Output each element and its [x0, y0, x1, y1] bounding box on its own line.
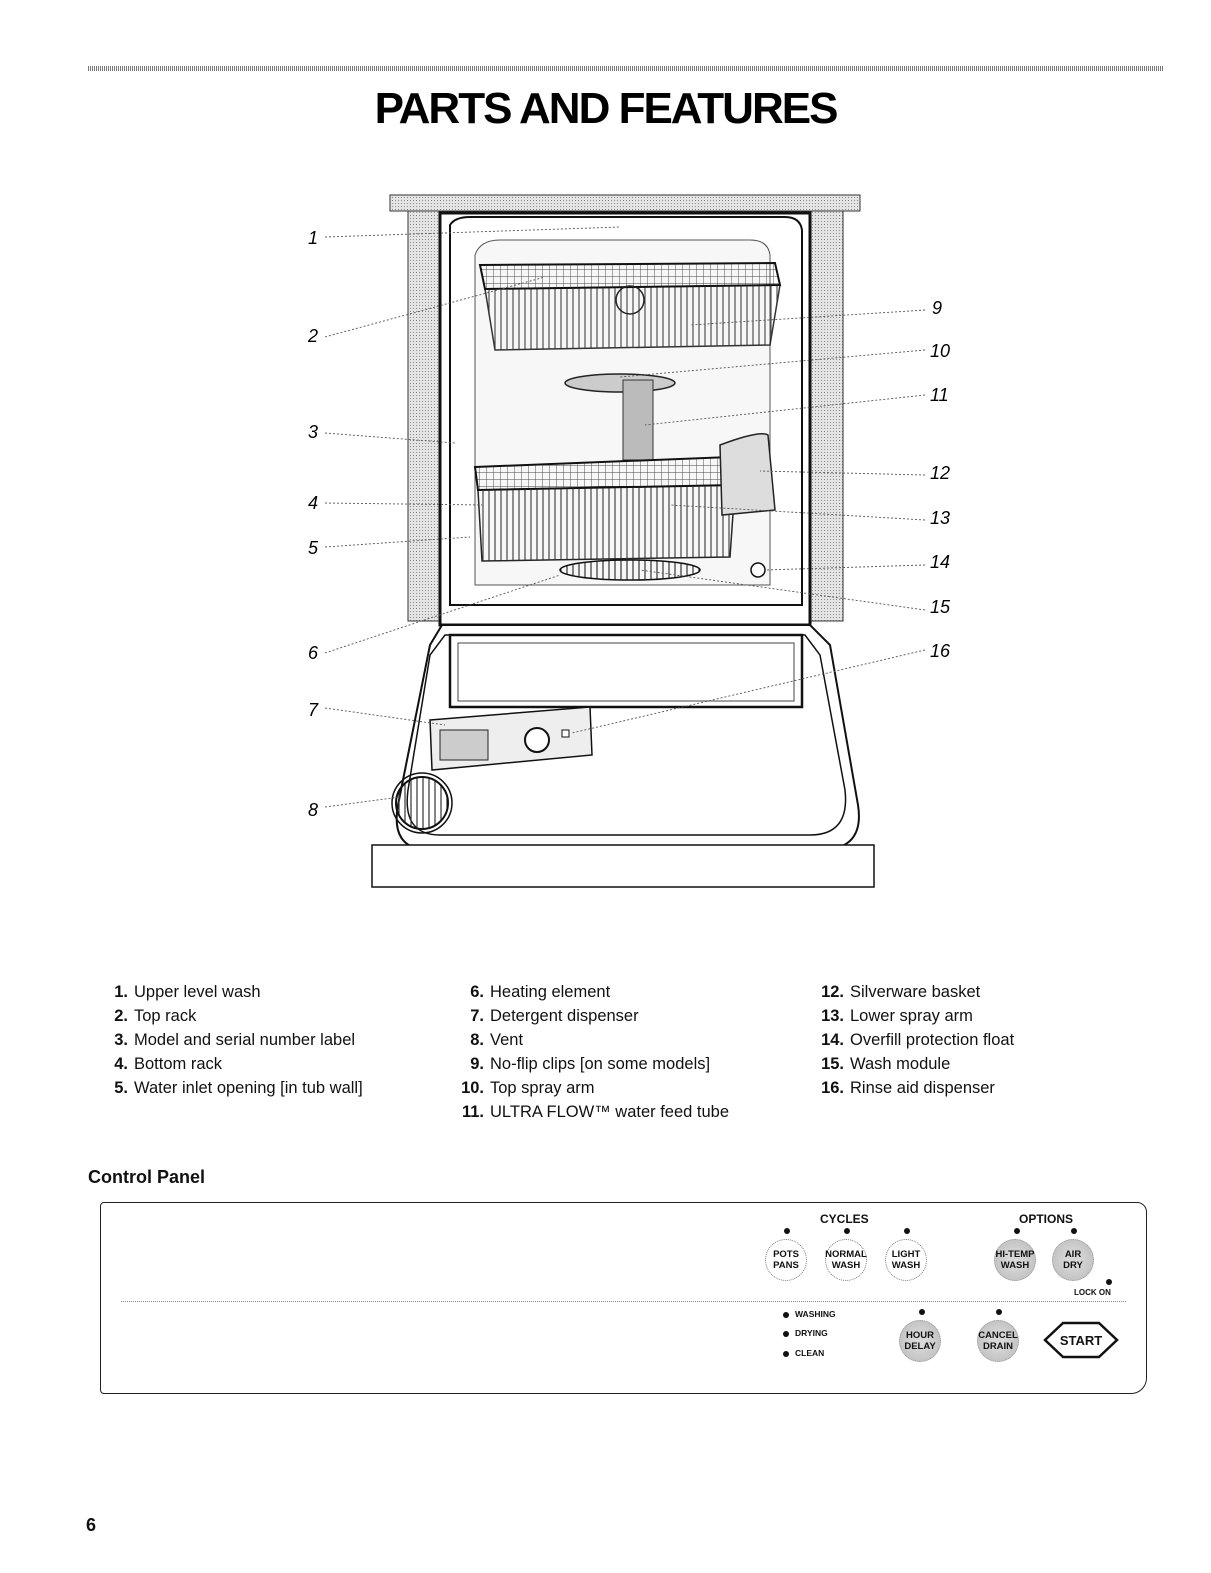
lock-indicator-light — [1106, 1279, 1112, 1285]
indicator-light — [996, 1309, 1002, 1315]
callout-10: 10 — [930, 341, 951, 361]
top-rule — [88, 66, 1164, 71]
indicator-light — [904, 1228, 910, 1234]
indicator-light — [1071, 1228, 1077, 1234]
callout-5: 5 — [308, 538, 319, 558]
callout-13: 13 — [930, 508, 951, 528]
callout-3: 3 — [308, 422, 319, 442]
status-light — [783, 1330, 789, 1337]
lock-on-label: LOCK ON — [1074, 1288, 1111, 1297]
list-item: 8.Vent — [470, 1031, 524, 1049]
callout-11: 11 — [930, 385, 949, 405]
indicator-light — [919, 1309, 925, 1315]
list-item: 10.Top spray arm — [461, 1079, 595, 1097]
callout-2: 2 — [308, 326, 319, 346]
callout-8: 8 — [308, 800, 319, 820]
status-light — [783, 1311, 789, 1318]
indicator-light — [844, 1228, 850, 1234]
callout-9: 9 — [932, 298, 943, 318]
indicator-light — [784, 1228, 790, 1234]
parts-legend-col-1: 1.Upper level wash 2.Top rack 3.Model an… — [96, 980, 363, 1100]
list-item: 13.Lower spray arm — [821, 1007, 973, 1025]
cycles-label: CYCLES — [820, 1212, 869, 1226]
list-item: 3.Model and serial number label — [114, 1031, 356, 1049]
panel-divider — [121, 1301, 1126, 1302]
list-item: 16.Rinse aid dispenser — [821, 1079, 995, 1097]
list-item: 5.Water inlet opening [in tub wall] — [114, 1079, 363, 1097]
status-washing: WASHING — [783, 1309, 836, 1319]
list-item: 1.Upper level wash — [114, 983, 261, 1001]
list-item: 4.Bottom rack — [114, 1055, 223, 1073]
callout-7: 7 — [308, 700, 319, 720]
list-item: 2.Top rack — [114, 1007, 197, 1025]
list-item: 15.Wash module — [821, 1055, 951, 1073]
callout-12: 12 — [930, 463, 951, 483]
parts-legend-col-2: 6.Heating element 7.Detergent dispenser … — [452, 980, 729, 1124]
status-clean: CLEAN — [783, 1348, 824, 1358]
start-button-label: START — [1060, 1333, 1102, 1348]
list-item: 7.Detergent dispenser — [470, 1007, 639, 1025]
status-light — [783, 1350, 789, 1357]
dishwasher-illustration — [324, 194, 926, 888]
callout-14: 14 — [930, 552, 951, 572]
page-title: PARTS AND FEATURES — [374, 84, 839, 133]
list-item: 14.Overfill protection float — [821, 1031, 1015, 1049]
callout-16: 16 — [930, 641, 951, 661]
list-item: 11.ULTRA FLOW™ water feed tube — [461, 1103, 730, 1121]
options-label: OPTIONS — [1019, 1212, 1074, 1226]
callout-4: 4 — [308, 493, 319, 513]
list-item: 6.Heating element — [470, 983, 611, 1001]
indicator-light — [1014, 1228, 1020, 1234]
callout-15: 15 — [930, 597, 951, 617]
page-number: 6 — [86, 1515, 97, 1535]
callout-6: 6 — [308, 643, 319, 663]
status-drying: DRYING — [783, 1328, 828, 1338]
callout-1: 1 — [308, 228, 319, 248]
list-item: 9.No-flip clips [on some models] — [470, 1055, 711, 1073]
start-button-shape: START — [1043, 1321, 1119, 1359]
parts-legend-col-3: 12.Silverware basket 13.Lower spray arm … — [812, 980, 1014, 1100]
start-button[interactable]: START — [1041, 1319, 1121, 1366]
control-panel-heading: Control Panel — [88, 1167, 206, 1187]
list-item: 12.Silverware basket — [821, 983, 981, 1001]
